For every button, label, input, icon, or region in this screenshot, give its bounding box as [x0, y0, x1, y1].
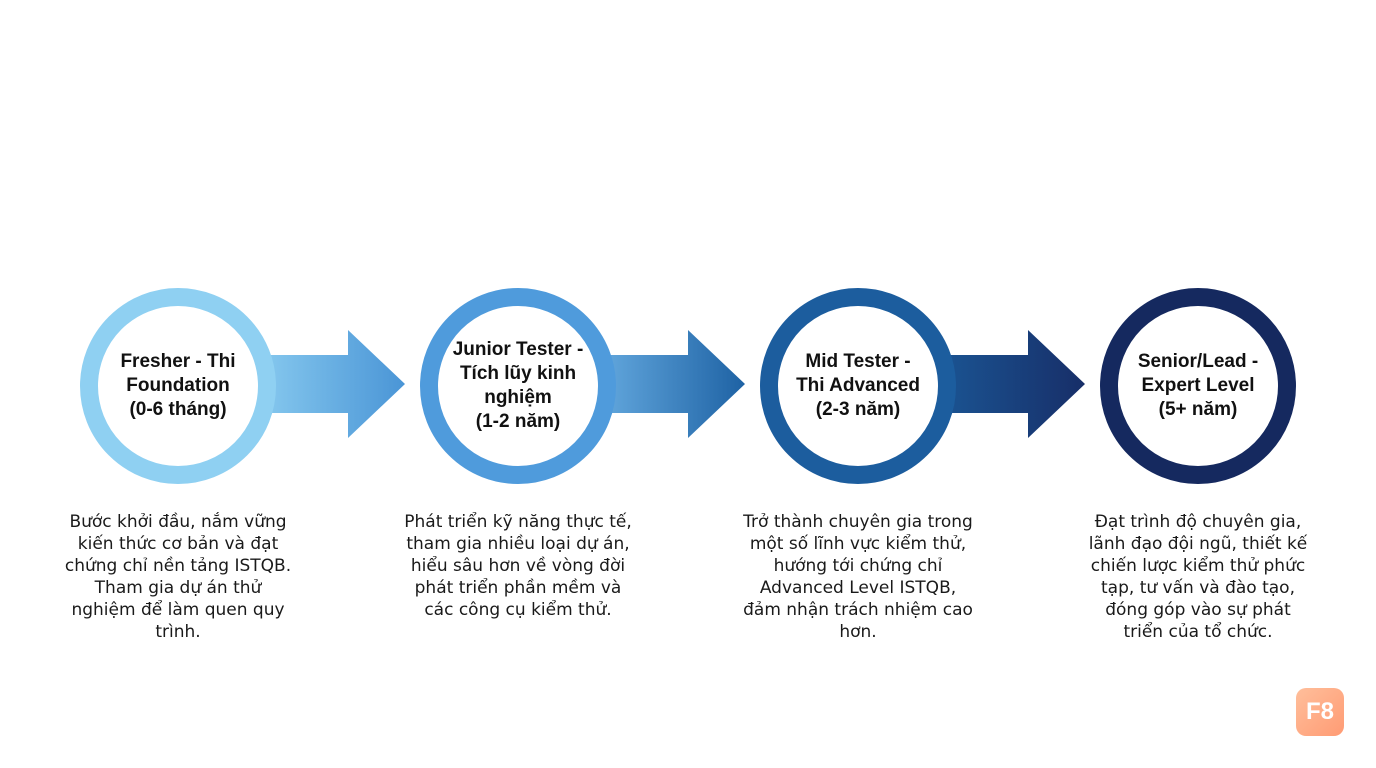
stage-description-senior: Đạt trình độ chuyên gia, lãnh đạo đội ng…	[1088, 512, 1308, 642]
stage-title-mid: Mid Tester - Thi Advanced (2-3 năm)	[796, 351, 920, 420]
f8-logo: F8	[1296, 688, 1344, 736]
arrow-2	[580, 330, 745, 438]
stage-circle-fresher: Fresher - Thi Foundation (0-6 tháng)	[80, 288, 276, 484]
stage-title-junior: Junior Tester - Tích lũy kinh nghiệm (1-…	[452, 339, 584, 432]
stage-description-fresher: Bước khởi đầu, nắm vững kiến thức cơ bản…	[64, 512, 292, 642]
arrow-3	[920, 330, 1085, 438]
stage-circle-mid: Mid Tester - Thi Advanced (2-3 năm)	[760, 288, 956, 484]
stage-description-mid: Trở thành chuyên gia trong một số lĩnh v…	[743, 512, 973, 642]
arrow-1	[240, 330, 405, 438]
stage-title-fresher: Fresher - Thi Foundation (0-6 tháng)	[120, 351, 236, 420]
stage-circle-junior: Junior Tester - Tích lũy kinh nghiệm (1-…	[420, 288, 616, 484]
stage-title-senior: Senior/Lead - Expert Level (5+ năm)	[1137, 351, 1259, 420]
stage-description-junior: Phát triển kỹ năng thực tế, tham gia nhi…	[404, 512, 632, 620]
stage-circle-senior: Senior/Lead - Expert Level (5+ năm)	[1100, 288, 1296, 484]
